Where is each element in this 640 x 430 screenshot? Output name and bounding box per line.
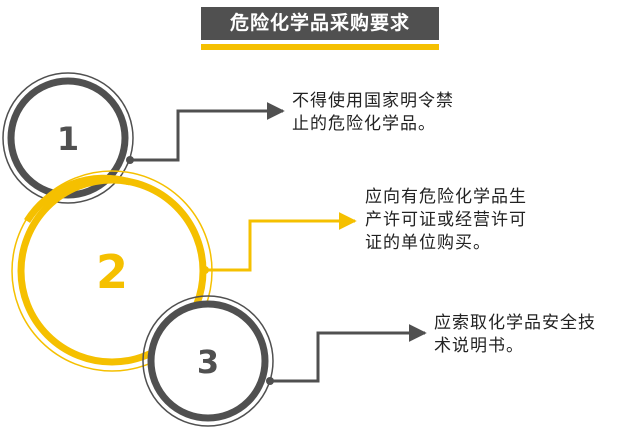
- step-2-ring-overlap: [24, 174, 131, 223]
- title-underline: [201, 44, 439, 50]
- step-3-number: 3: [197, 343, 219, 381]
- step-2-line-1: 应向有危险化学品生: [365, 187, 527, 207]
- step-2-connector: [201, 212, 357, 274]
- step-1-line-2: 止的危险化学品。: [292, 114, 436, 134]
- step-3-line-2: 术说明书。: [434, 336, 524, 356]
- step-2-line-2: 产许可证或经营许可: [365, 210, 527, 230]
- step-1-description: 不得使用国家明令禁 止的危险化学品。: [292, 90, 454, 136]
- step-3-connector: [266, 324, 427, 385]
- step-1-line-1: 不得使用国家明令禁: [292, 91, 454, 111]
- step-3-line-1: 应索取化学品安全技: [434, 313, 596, 333]
- step-3-ring: [142, 295, 274, 427]
- step-2-description: 应向有危险化学品生 产许可证或经营许可 证的单位购买。: [365, 186, 527, 255]
- step-2-line-3: 证的单位购买。: [365, 233, 491, 253]
- page-title: 危险化学品采购要求: [201, 7, 439, 40]
- step-1-number: 1: [57, 120, 79, 158]
- step-1-connector: [126, 102, 285, 164]
- step-1-ring: [2, 72, 134, 204]
- step-3-description: 应索取化学品安全技 术说明书。: [434, 312, 596, 358]
- step-2-number: 2: [96, 245, 128, 299]
